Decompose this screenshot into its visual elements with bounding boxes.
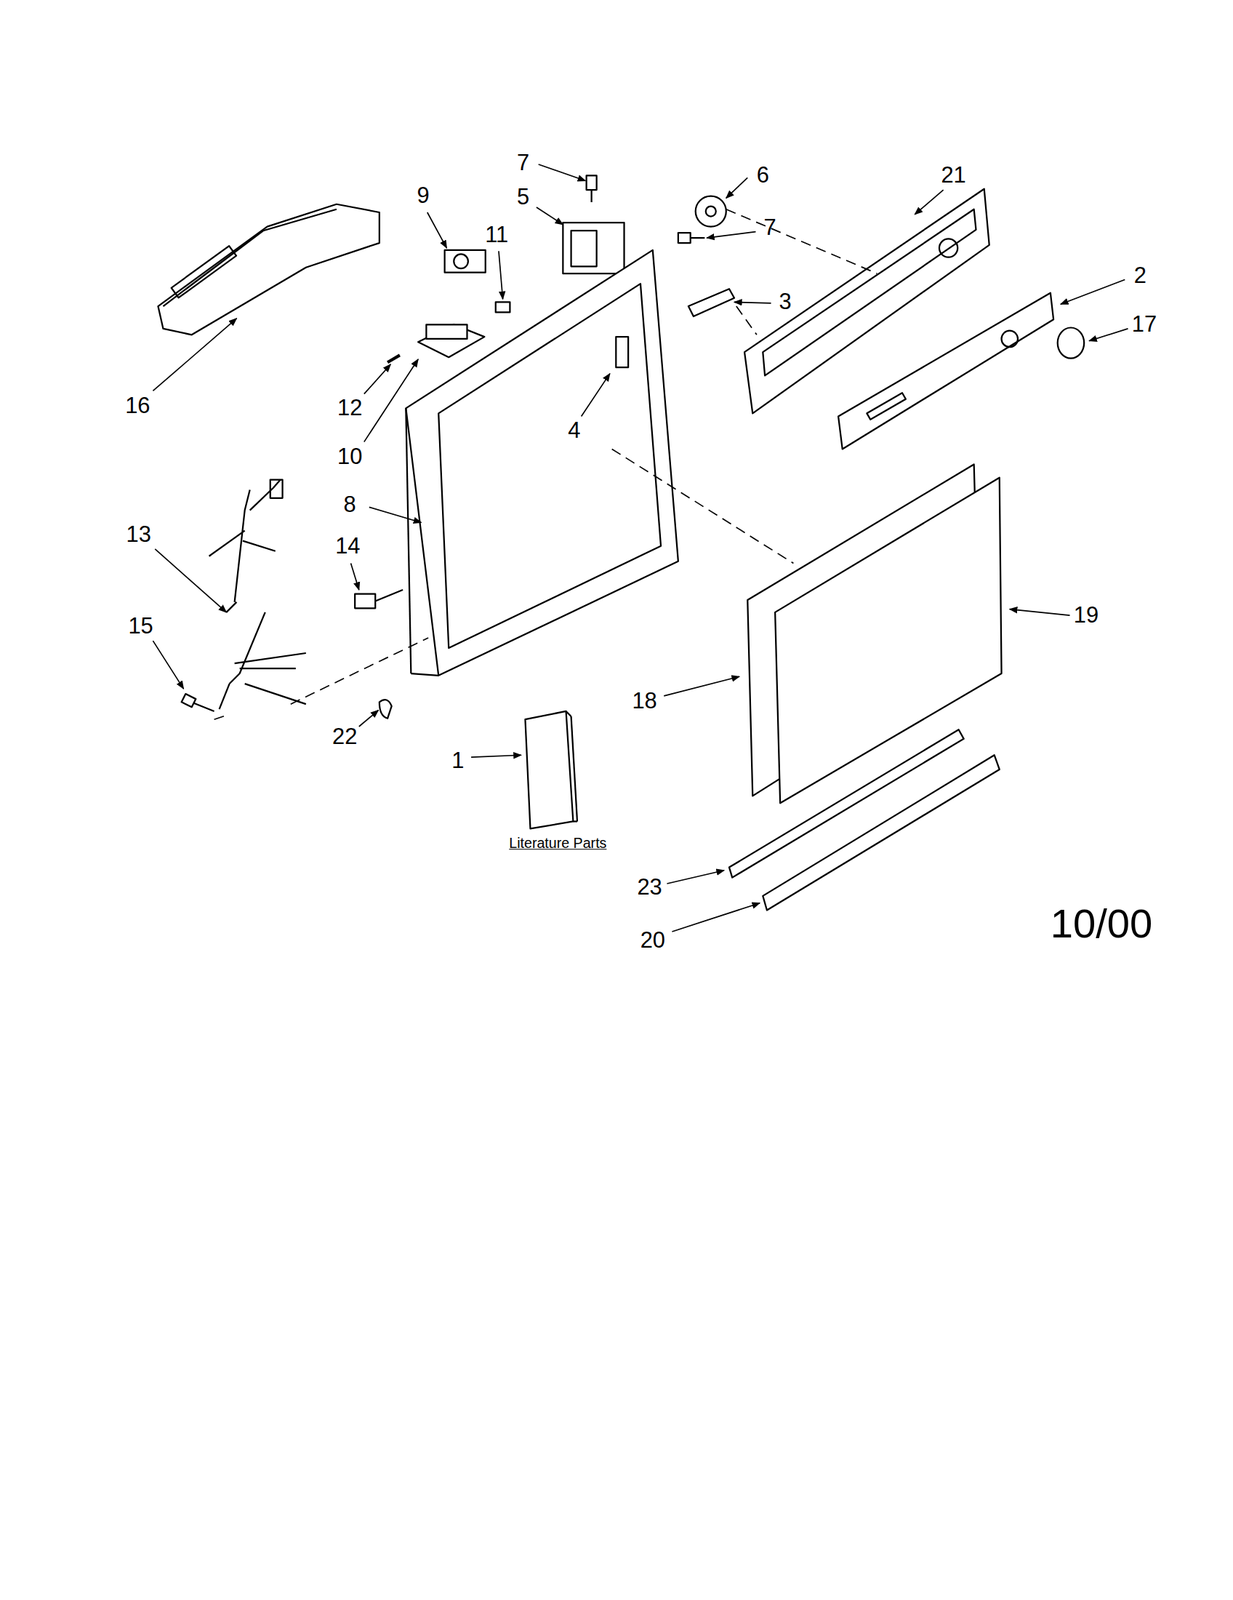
callout-number: 4	[567, 419, 581, 443]
callout-number: 23	[636, 876, 662, 899]
callout-number: 7	[516, 151, 530, 175]
callout-number: 12	[337, 396, 363, 420]
callout-number: 13	[126, 523, 152, 546]
callout-number: 7	[764, 215, 777, 239]
callout-number: 1	[451, 749, 464, 773]
callout-number: 18	[631, 689, 657, 712]
callout-number: 15	[127, 615, 153, 638]
callout-number: 14	[335, 534, 360, 557]
callout-number: 6	[756, 164, 770, 187]
callout-number: 21	[940, 164, 966, 187]
callout-number: 16	[125, 394, 150, 418]
callout-number: 8	[343, 493, 357, 517]
callout-number: 20	[640, 929, 666, 952]
callout-number: 22	[332, 724, 357, 748]
callout-number: 10	[337, 445, 363, 469]
date-code: 10/00	[1050, 902, 1153, 943]
callout-number: 3	[779, 290, 792, 314]
callout-number: 17	[1131, 313, 1157, 336]
literature-label: Literature Parts	[508, 836, 607, 851]
callout-number: 5	[516, 185, 530, 208]
callout-number: 9	[417, 184, 430, 208]
callout-number: 19	[1073, 603, 1099, 626]
callout-number: 11	[484, 223, 509, 246]
callout-number: 2	[1134, 263, 1147, 287]
